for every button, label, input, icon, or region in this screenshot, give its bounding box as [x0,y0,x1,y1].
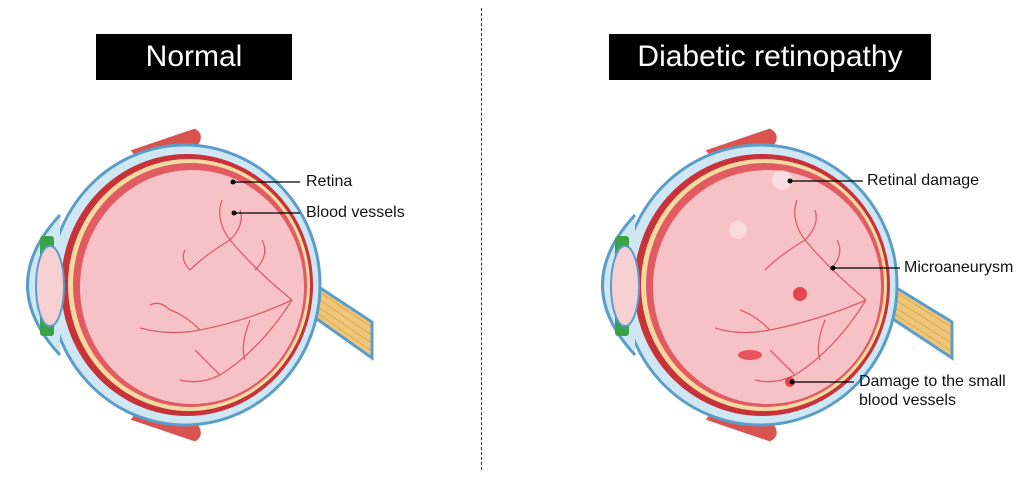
lens [35,245,65,327]
hemorrhage-spot [738,350,762,360]
damage-label-line2: blood vessels [859,392,956,409]
normal-eye-illustration [26,127,374,443]
optic-nerve-fibers [869,275,951,351]
center-divider [481,8,482,470]
retinal-damage-label: Retinal damage [867,172,980,189]
blood-vessels-label: Blood vessels [306,204,405,221]
damage-label-line1: Damage to the small [859,373,1006,390]
microaneurysm-label: Microaneurysm [904,259,1014,276]
blood-vessels [139,199,293,383]
diabetic-label-lines [787,178,900,385]
vitreous-body [653,170,881,404]
normal-eye-panel: Retina Blood vessels [0,0,480,478]
normal-title: Normal [96,34,292,80]
vitreous-body [80,170,304,404]
diabetic-retinopathy-title: Diabetic retinopathy [609,34,931,80]
optic-nerve-fibers [295,275,371,351]
diabetic-eye-panel: Retinal damage Microaneurysm Damage to t… [520,0,1024,478]
microaneurysm-spot [793,287,807,301]
diabetic-eye-illustration [601,127,954,443]
normal-label-lines [230,179,300,216]
retina-label: Retina [306,173,353,190]
exudate-spot [772,170,792,190]
blood-vessels [714,199,867,383]
lens [610,245,640,327]
exudate-spot [729,221,747,239]
